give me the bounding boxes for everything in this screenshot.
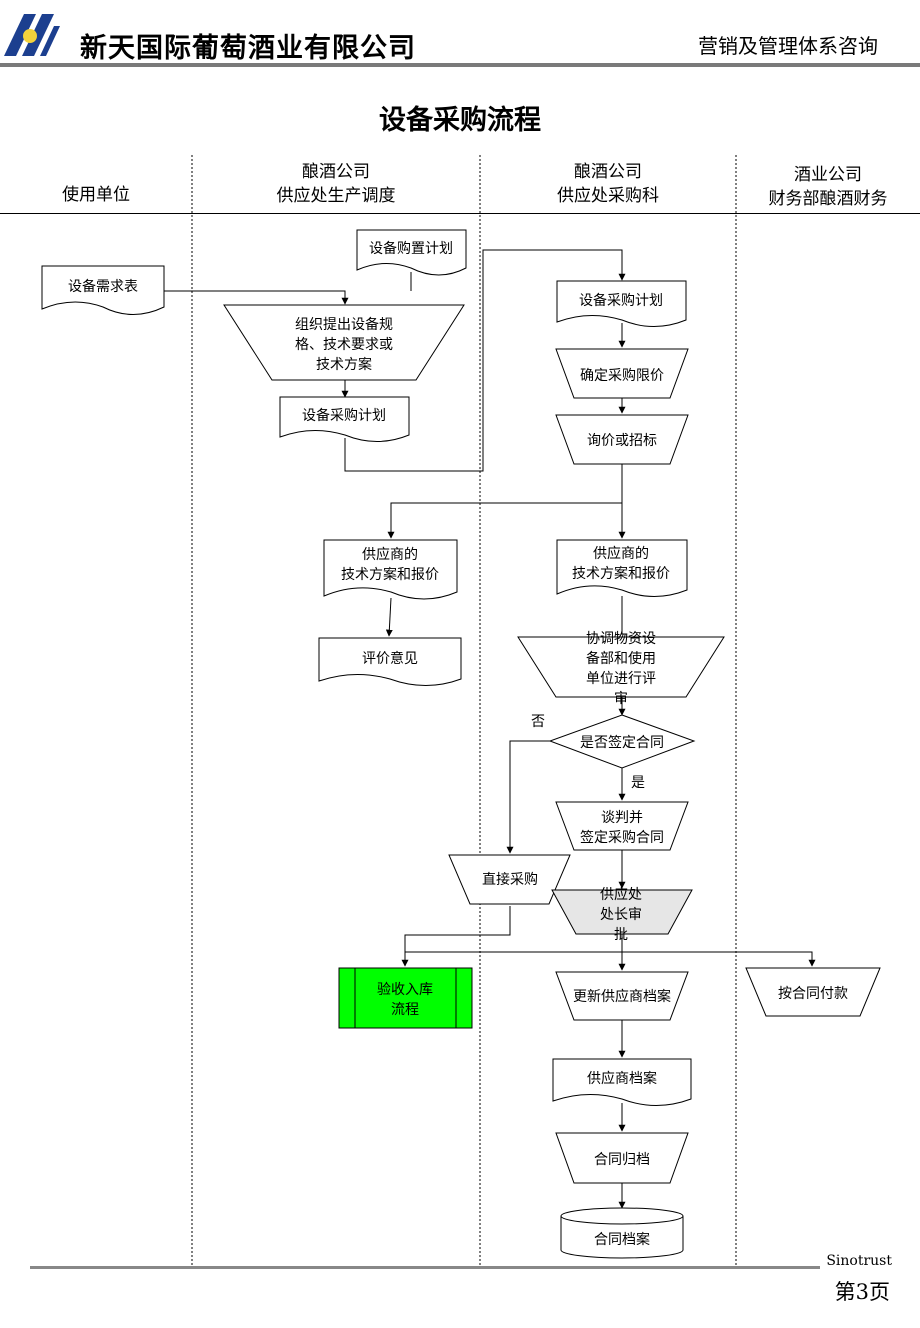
node-label: 是否签定合同: [580, 734, 664, 751]
node-label: 流程: [391, 1002, 419, 1018]
node-label: 设备购置计划: [369, 240, 453, 257]
node-label: 签定采购合同: [580, 829, 664, 846]
node-pay-by-contract: 按合同付款: [745, 967, 881, 1017]
company-logo-icon: [4, 14, 60, 56]
lane-header-line2: 供应处采购科: [557, 186, 659, 206]
node-label: 谈判并: [601, 810, 643, 826]
header-subtitle: 营销及管理体系咨询: [698, 34, 878, 58]
node-label: 询价或招标: [587, 433, 657, 449]
page-title: 设备采购流程: [379, 105, 541, 136]
node-director-approval: 供应处 处长审 批: [551, 886, 693, 943]
node-label: 设备需求表: [68, 278, 138, 295]
page-number: 第3页: [834, 1280, 890, 1304]
lane-header-production-dispatch: 酿酒公司 供应处生产调度: [192, 160, 480, 208]
node-label: 供应商档案: [587, 1070, 657, 1087]
edge-label-no: 否: [531, 714, 545, 730]
lane-header-line1: 使用单位: [62, 185, 130, 205]
node-coordinate-review: 协调物资设 备部和使用 单位进行评 审: [517, 631, 725, 707]
header-divider: [0, 63, 920, 67]
node-supplier-quote-dispatch: 供应商的 技术方案和报价: [323, 539, 458, 600]
lane-header-user-unit: 使用单位: [0, 183, 192, 207]
node-label: 处长审: [600, 907, 642, 923]
node-purchase-setup-plan: 设备购置计划: [356, 229, 467, 276]
node-label: 供应商的: [362, 546, 418, 563]
node-label: 直接采购: [482, 871, 538, 888]
node-label: 更新供应商档案: [573, 988, 671, 1005]
node-label: 设备采购计划: [302, 407, 386, 424]
node-label: 技术方案和报价: [341, 566, 439, 583]
lane-header-finance: 酒业公司 财务部酿酒财务: [736, 163, 920, 211]
node-procurement-plan-dispatch: 设备采购计划: [279, 396, 410, 442]
node-label: 技术方案和报价: [572, 565, 670, 582]
lane-header-line2: 供应处生产调度: [276, 186, 396, 206]
node-label: 评价意见: [362, 650, 418, 667]
node-label: 合同档案: [594, 1231, 650, 1248]
node-label: 按合同付款: [778, 986, 848, 1002]
lane-dividers: [191, 155, 737, 1266]
node-demand-form: 设备需求表: [41, 265, 165, 315]
node-label: 合同归档: [594, 1151, 650, 1168]
node-inquiry-bidding: 询价或招标: [555, 414, 689, 465]
node-label: 技术方案: [316, 356, 372, 373]
node-contract-file: 合同档案: [560, 1207, 684, 1259]
node-label: 确定采购限价: [580, 368, 664, 384]
lane-header-line2: 财务部酿酒财务: [768, 189, 888, 209]
lane-header-divider: [0, 213, 920, 214]
node-sign-contract-decision: 是否签定合同: [548, 714, 696, 769]
node-label: 批: [614, 927, 628, 943]
lane-header-line1: 酒业公司: [794, 165, 862, 185]
node-label: 组织提出设备规: [295, 316, 393, 333]
node-supplier-quote-purchasing: 供应商的 技术方案和报价: [556, 539, 688, 597]
node-label: 审: [614, 691, 628, 707]
node-procurement-plan-purchasing: 设备采购计划: [556, 280, 687, 327]
node-supplier-file: 供应商档案: [552, 1058, 692, 1106]
lane-header-procurement: 酿酒公司 供应处采购科: [480, 160, 736, 208]
node-acceptance-process: 验收入库 流程: [338, 967, 473, 1029]
node-organize-specs: 组织提出设备规 格、技术要求或 技术方案: [223, 304, 465, 381]
lane-header-line1: 酿酒公司: [574, 162, 642, 182]
node-negotiate-sign: 谈判并 签定采购合同: [555, 801, 689, 851]
node-label: 协调物资设: [586, 631, 656, 647]
lane-header-line1: 酿酒公司: [302, 162, 370, 182]
node-direct-purchase: 直接采购: [448, 854, 571, 905]
node-set-price-limit: 确定采购限价: [555, 348, 689, 399]
footer-divider: [30, 1266, 820, 1269]
node-label: 验收入库: [377, 982, 433, 998]
node-label: 格、技术要求或: [295, 337, 393, 353]
company-name: 新天国际葡萄酒业有限公司: [80, 33, 416, 64]
node-label: 备部和使用: [586, 650, 656, 667]
node-label: 供应商的: [593, 545, 649, 562]
edge-label-yes: 是: [631, 775, 645, 791]
node-contract-archive: 合同归档: [555, 1132, 689, 1184]
node-update-supplier-file: 更新供应商档案: [555, 971, 689, 1021]
connectors: [164, 249, 816, 1209]
node-label: 单位进行评: [586, 671, 656, 687]
node-label: 设备采购计划: [579, 292, 663, 309]
node-label: 供应处: [600, 886, 642, 903]
node-evaluation: 评价意见: [318, 637, 462, 686]
footer-brand: Sinotrust: [826, 1253, 892, 1269]
